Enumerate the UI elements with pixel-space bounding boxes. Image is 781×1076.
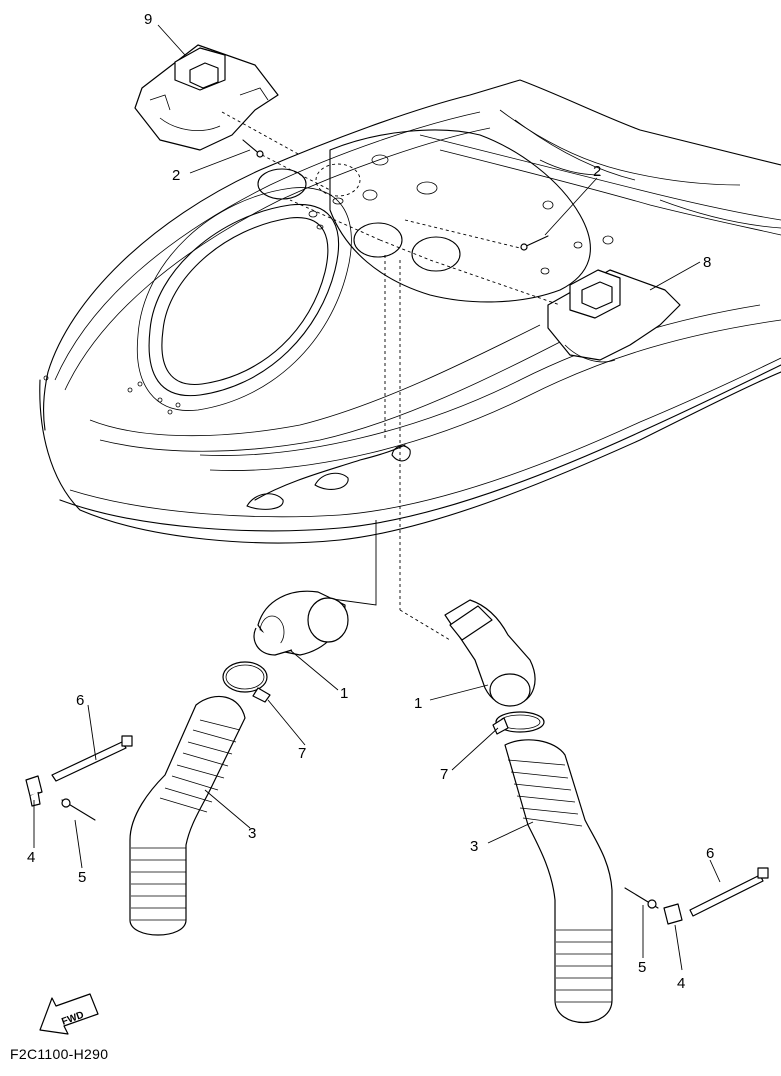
callout-5-right: 5 [638,959,646,976]
screw-2-left [242,139,264,158]
hose-clamp-7-left [222,661,271,703]
callout-1-left: 1 [340,685,348,702]
vent-cover-9 [134,44,279,151]
assembly-lines [221,111,561,641]
callout-3-left: 3 [248,825,256,842]
callout-3-right: 3 [470,838,478,855]
callout-9: 9 [144,11,152,28]
deck-hull [39,79,781,544]
duct-elbow-1-left [253,590,349,656]
callout-4-left: 4 [27,849,35,866]
callout-2-right: 2 [593,163,601,180]
duct-elbow-1-right [444,599,536,707]
fwd-arrow-icon: FWD [39,993,99,1035]
callout-labels: 9 2 2 8 1 1 7 7 6 6 4 4 5 5 3 3 [27,11,714,992]
vent-cover-8 [547,269,681,363]
rivet-5-right [624,887,659,909]
callout-leaders [33,24,721,971]
clip-4-left [25,775,43,807]
screw-2-right [520,235,549,251]
hose-3-left [129,695,246,936]
callout-2-left: 2 [172,167,180,184]
callout-8: 8 [703,254,711,271]
callout-7-left: 7 [298,745,306,762]
callout-1-right: 1 [414,695,422,712]
callout-7-right: 7 [440,766,448,783]
rivet-5-left [61,798,96,821]
callout-6-left: 6 [76,692,84,709]
hose-3-right [504,739,613,1023]
callout-6-right: 6 [706,845,714,862]
clip-4-right [663,903,683,925]
callout-4-right: 4 [677,975,685,992]
cable-tie-6-right [689,867,769,917]
hose-clamp-7-right [492,711,545,735]
cable-tie-6-left [51,735,133,782]
diagram-code: F2C1100-H290 [10,1046,109,1062]
callout-5-left: 5 [78,869,86,886]
